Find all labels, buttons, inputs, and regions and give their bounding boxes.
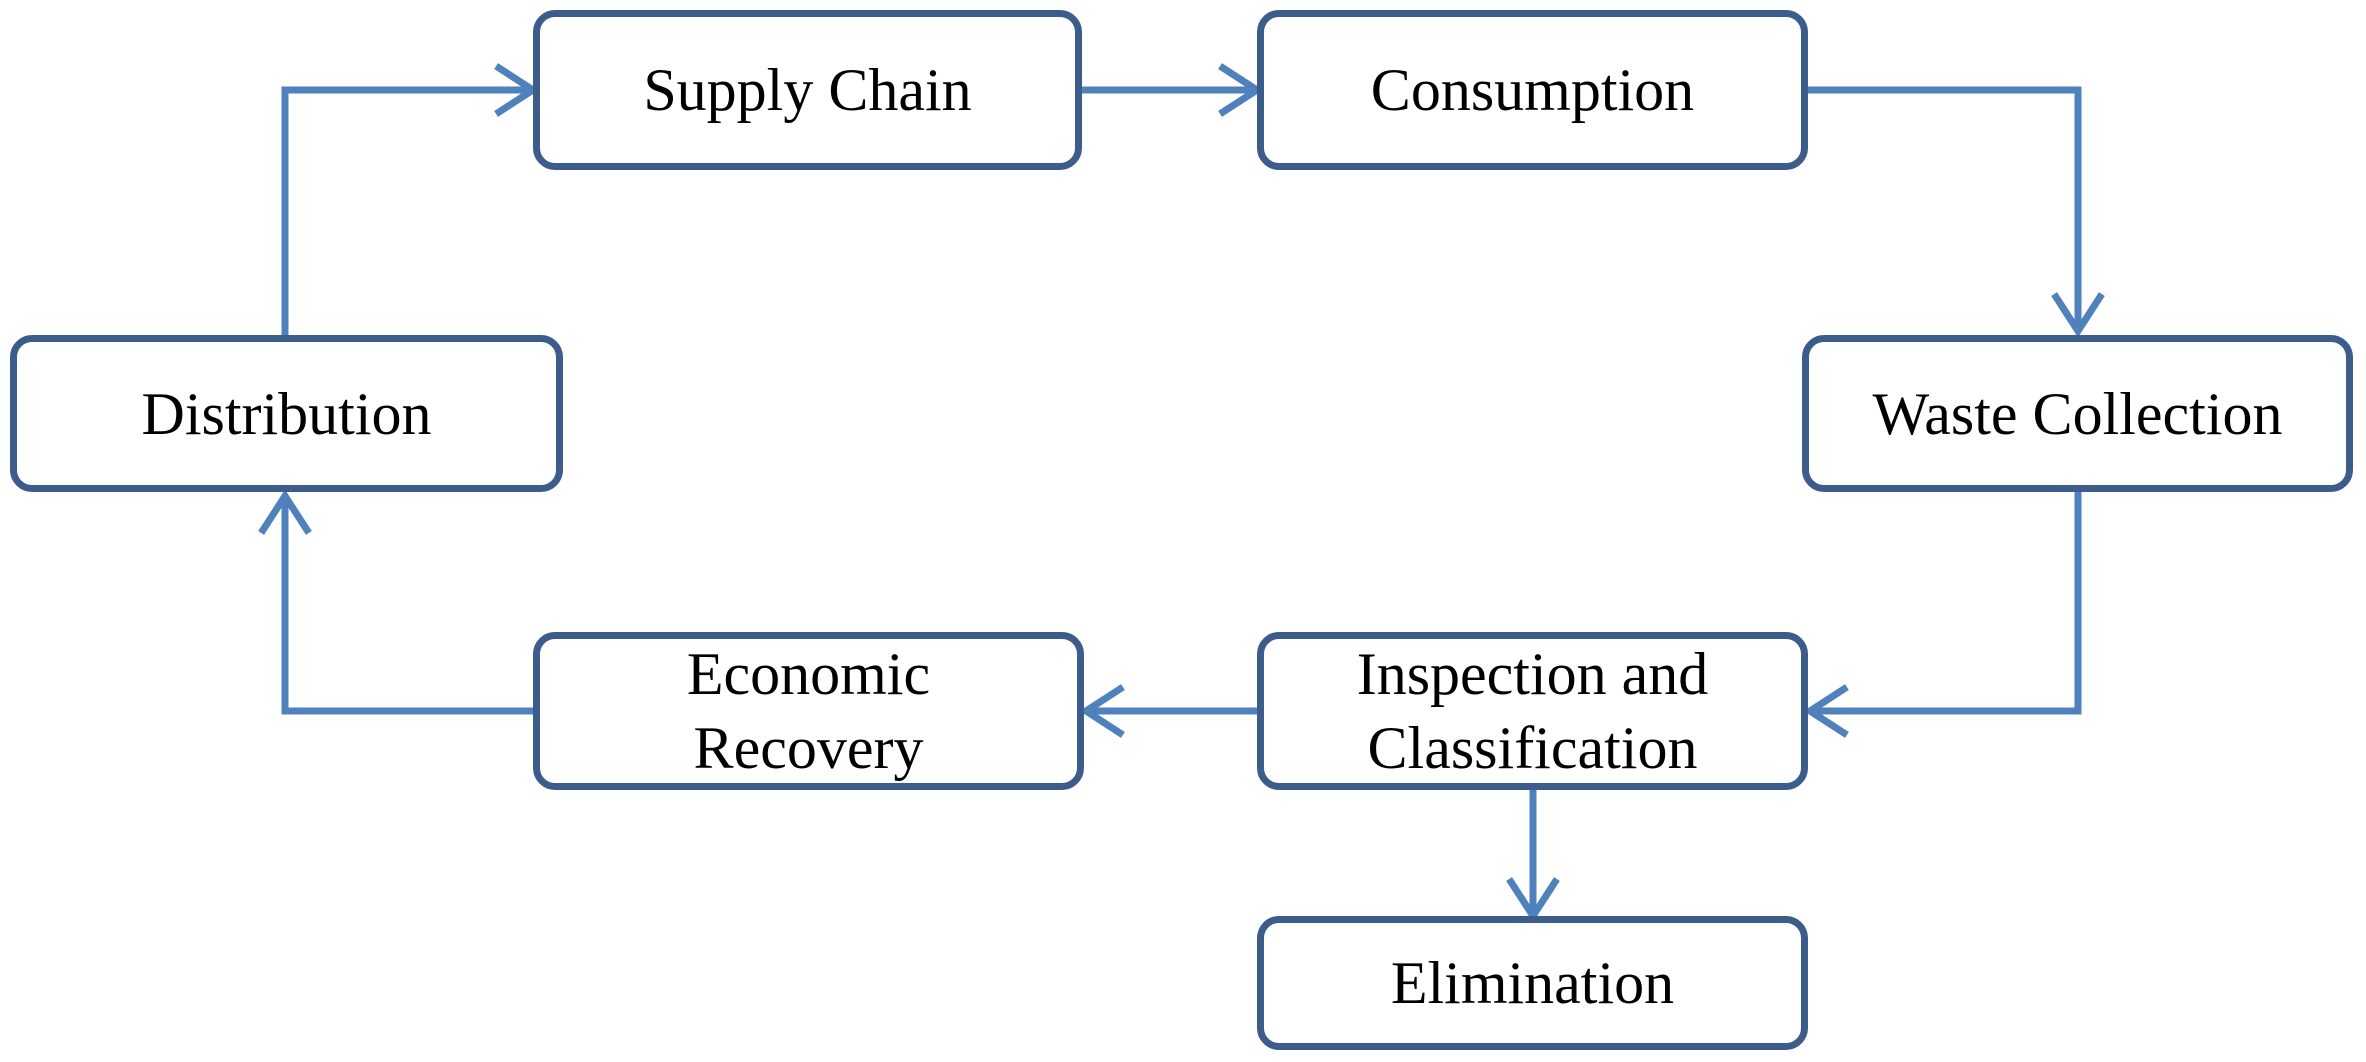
arrow-distribution-to-supply-chain — [281, 63, 540, 335]
arrow-waste-collection-to-inspection — [1803, 492, 2082, 738]
arrow-consumption-to-waste-collection — [1808, 86, 2105, 338]
node-inspection-classification-label-line-2: Classification — [1367, 715, 1698, 781]
node-supply-chain-label: Supply Chain — [643, 57, 972, 123]
node-supply-chain: Supply Chain — [533, 10, 1082, 170]
arrow-economic-recovery-to-distribution — [258, 489, 533, 715]
node-economic-recovery-label-line-1: Economic — [686, 641, 931, 707]
node-distribution: Distribution — [10, 335, 563, 492]
node-inspection-classification: Inspection and Classification — [1257, 632, 1808, 790]
node-distribution-label: Distribution — [141, 380, 432, 447]
node-consumption-label: Consumption — [1370, 57, 1695, 123]
node-elimination-label: Elimination — [1390, 950, 1675, 1016]
node-inspection-classification-label-line-1: Inspection and — [1356, 641, 1709, 707]
node-consumption: Consumption — [1257, 10, 1808, 170]
node-elimination: Elimination — [1257, 916, 1808, 1050]
node-waste-collection-label: Waste Collection — [1872, 380, 2283, 447]
node-economic-recovery-label-line-2: Recovery — [693, 715, 924, 781]
node-waste-collection: Waste Collection — [1802, 335, 2353, 492]
node-economic-recovery: Economic Recovery — [533, 632, 1084, 790]
